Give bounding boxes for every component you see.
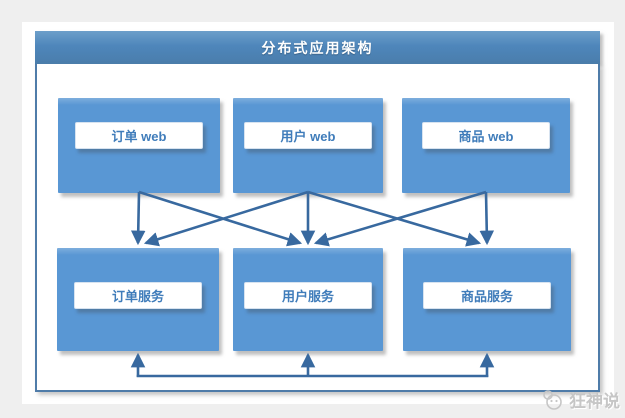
node-product-web-label: 商品 web bbox=[422, 122, 550, 149]
node-order-service: 订单服务 bbox=[57, 248, 219, 351]
node-user-web: 用户 web bbox=[233, 98, 383, 193]
node-user-web-label: 用户 web bbox=[244, 122, 372, 149]
node-order-web-label: 订单 web bbox=[75, 122, 203, 149]
node-product-service-label: 商品服务 bbox=[423, 282, 551, 309]
node-user-service-label: 用户服务 bbox=[244, 282, 372, 309]
diagram-title: 分布式应用架构 bbox=[261, 39, 374, 56]
watermark-text: 狂神说 bbox=[569, 392, 620, 411]
kuangshen-logo-icon bbox=[543, 389, 562, 410]
node-product-service: 商品服务 bbox=[403, 248, 571, 351]
diagram-title-bar: 分布式应用架构 bbox=[35, 31, 600, 64]
node-product-web: 商品 web bbox=[402, 98, 570, 193]
node-order-service-label: 订单服务 bbox=[74, 282, 202, 309]
node-order-web: 订单 web bbox=[58, 98, 220, 193]
watermark: 狂神说 bbox=[541, 387, 620, 412]
node-user-service: 用户服务 bbox=[233, 248, 383, 351]
